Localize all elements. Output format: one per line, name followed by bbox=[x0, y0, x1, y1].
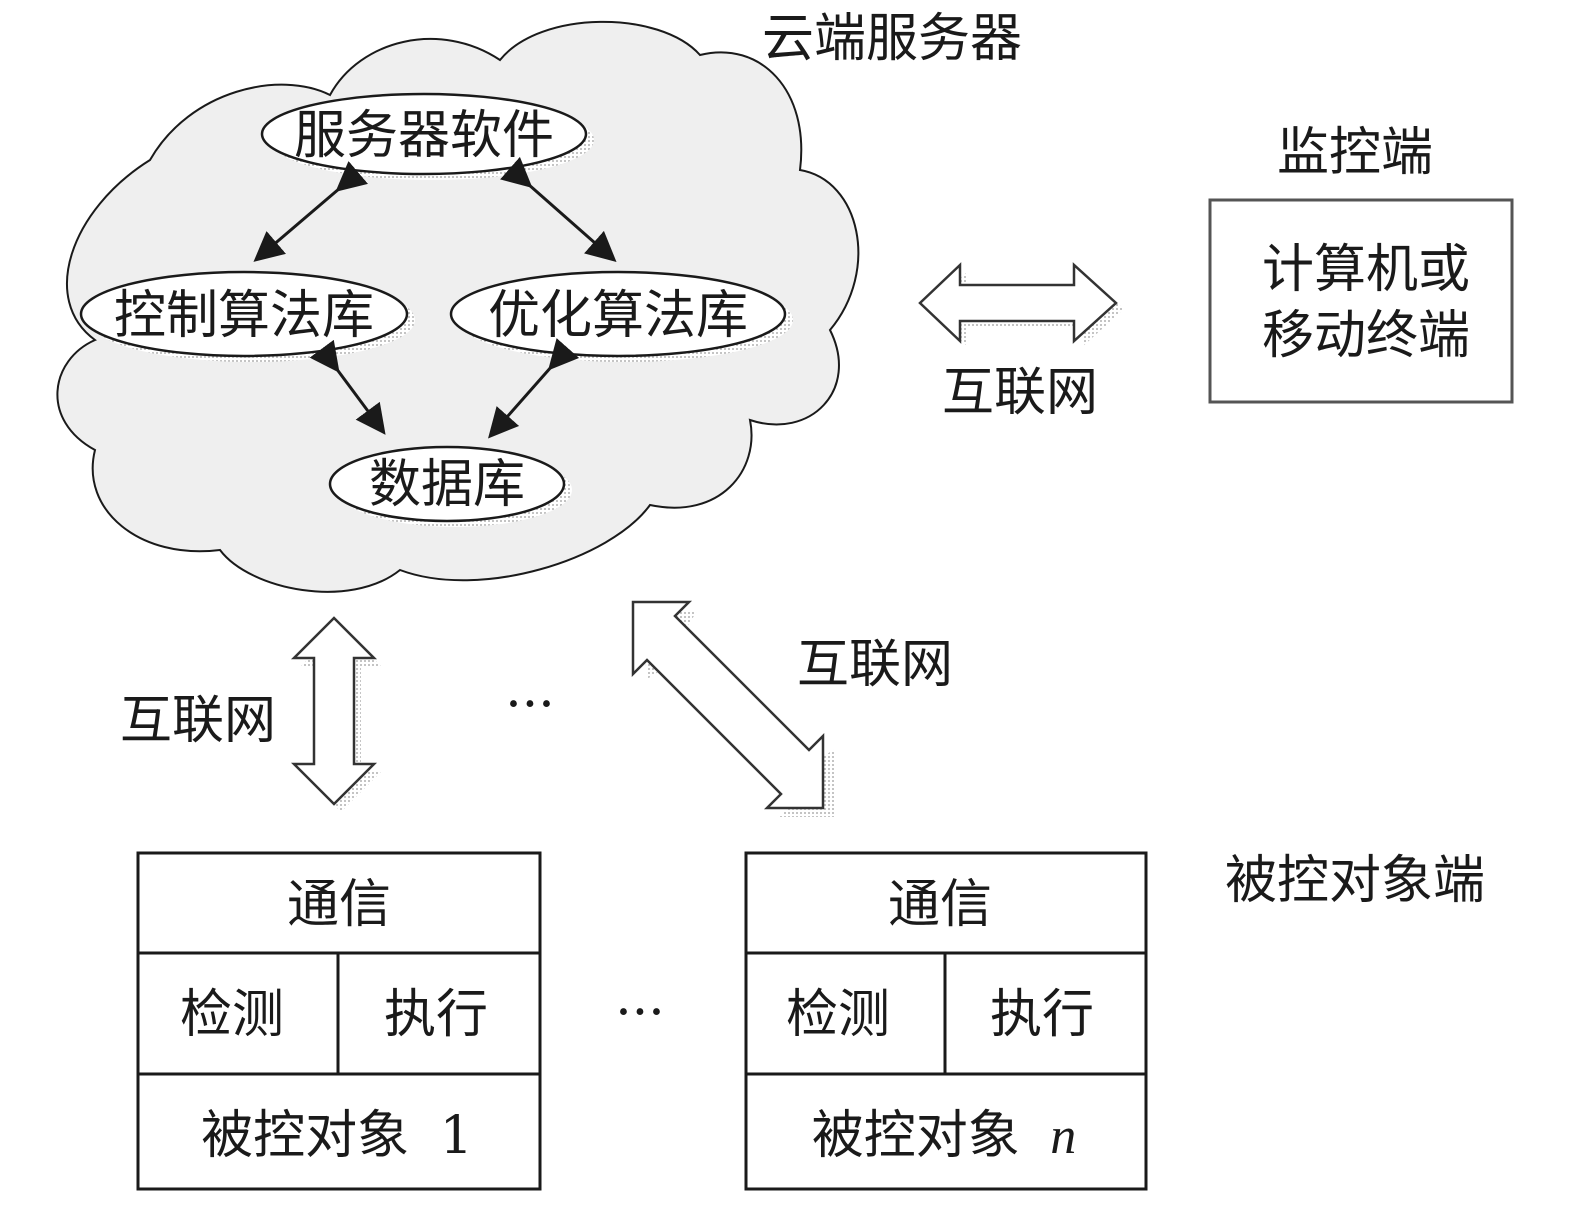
vertical-link-label: 互联网 bbox=[120, 691, 276, 751]
monitor-title: 监控端 bbox=[1277, 123, 1433, 183]
monitor-side: 监控端 计算机或 移动终端 互联网 bbox=[918, 123, 1514, 423]
monitor-box-line1: 计算机或 bbox=[1262, 240, 1470, 300]
optimization-library-node: 优化算法库 bbox=[449, 270, 787, 358]
object-1-execution: 执行 bbox=[384, 985, 488, 1045]
object-1-name-prefix: 被控对象 bbox=[201, 1106, 409, 1166]
controlled-object-n: 通信 检测 执行 被控对象 n bbox=[744, 851, 1148, 1191]
server-software-label: 服务器软件 bbox=[294, 106, 554, 166]
control-library-label: 控制算法库 bbox=[114, 286, 374, 346]
monitor-link-arrow bbox=[918, 262, 1118, 344]
optimization-library-label: 优化算法库 bbox=[488, 286, 748, 346]
cloud-server-title: 云端服务器 bbox=[762, 9, 1022, 69]
monitor-link-label: 互联网 bbox=[942, 363, 1098, 423]
bottom-ellipsis: ··· bbox=[615, 983, 665, 1043]
monitor-box bbox=[1208, 198, 1514, 404]
object-n-name: 被控对象 n bbox=[812, 1106, 1077, 1166]
vertical-link-arrow bbox=[290, 616, 378, 806]
arrow-software-optimization bbox=[500, 156, 617, 262]
server-software-node: 服务器软件 bbox=[260, 92, 588, 176]
object-n-name-prefix: 被控对象 bbox=[812, 1106, 1020, 1166]
cloud-server: 云端服务器 服务器软件 控制算法库 优化算法库 数据库 bbox=[56, 9, 1022, 593]
object-n-detection: 检测 bbox=[786, 985, 890, 1045]
object-n-index: n bbox=[1050, 1108, 1076, 1165]
top-ellipsis: ··· bbox=[505, 675, 555, 735]
object-1-detection: 检测 bbox=[180, 985, 284, 1045]
controlled-side-title: 被控对象端 bbox=[1225, 851, 1485, 911]
diagonal-link-label: 互联网 bbox=[797, 635, 953, 695]
arrow-optimization-database bbox=[488, 338, 580, 439]
arrow-software-control bbox=[253, 161, 368, 262]
object-1-index: 1 bbox=[440, 1106, 473, 1166]
controlled-object-1: 通信 检测 执行 被控对象 1 bbox=[136, 851, 542, 1191]
diagonal-link-arrow bbox=[631, 600, 825, 810]
object-n-execution: 执行 bbox=[990, 985, 1094, 1045]
controlled-side: 被控对象端 通信 检测 执行 被控对象 1 ··· 通信 检测 执行 bbox=[136, 851, 1485, 1191]
arrow-control-database bbox=[309, 339, 386, 435]
control-library-node: 控制算法库 bbox=[79, 270, 409, 358]
database-label: 数据库 bbox=[369, 455, 525, 515]
database-node: 数据库 bbox=[328, 445, 566, 523]
monitor-box-line2: 移动终端 bbox=[1262, 306, 1470, 366]
object-1-name: 被控对象 1 bbox=[201, 1106, 473, 1166]
cloud-object-links: 互联网 ··· 互联网 bbox=[120, 600, 953, 817]
object-n-communication: 通信 bbox=[888, 875, 992, 935]
object-1-communication: 通信 bbox=[287, 875, 391, 935]
